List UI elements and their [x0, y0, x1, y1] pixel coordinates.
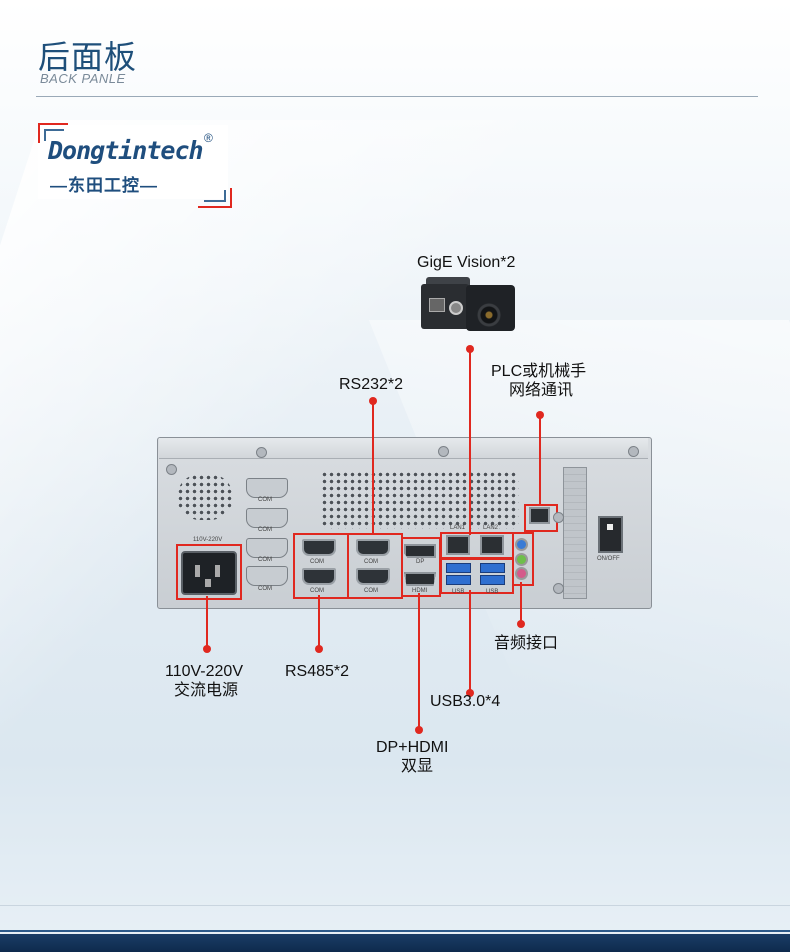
screw-icon	[256, 447, 267, 458]
logo-background	[38, 125, 228, 199]
usb-port-icon	[480, 575, 505, 585]
rs485-callout-dot	[315, 645, 323, 653]
voltage-label: 110V-220V	[193, 537, 223, 543]
plc-label-line2: 网络通讯	[509, 382, 574, 399]
usb-label: USB	[486, 589, 499, 595]
audio-highlight	[512, 532, 534, 586]
usb-callout-line	[469, 590, 471, 692]
microphone-jack-icon	[515, 567, 528, 580]
audio-label: 音频接口	[494, 635, 559, 652]
com-port-unused	[246, 566, 288, 586]
hdmi-label: HDMI	[412, 588, 428, 594]
display-callout-dot	[415, 726, 423, 734]
rs485-label: RS485*2	[285, 663, 350, 680]
screw-icon	[166, 464, 177, 475]
lan2-label: LAN2	[483, 525, 499, 531]
power-callout-line	[206, 596, 208, 648]
page-subtitle: BACK PANLE	[40, 71, 126, 86]
displayport-icon	[404, 544, 436, 558]
audio-line-out-icon	[515, 553, 528, 566]
audio-callout-line	[520, 582, 522, 622]
plc-label-line1: PLC或机械手	[491, 363, 587, 380]
fan-vent	[177, 474, 233, 520]
com-label: COM	[258, 586, 272, 592]
logo-corner-top-left-inner	[44, 129, 64, 141]
power-highlight	[176, 544, 242, 600]
power-switch-icon	[598, 516, 623, 553]
com-label: COM	[364, 588, 378, 594]
display-callout-line	[418, 593, 420, 729]
com-label: COM	[258, 527, 272, 533]
chassis-top-edge	[159, 438, 648, 459]
registered-mark: ®	[204, 131, 213, 145]
rs485-callout-line	[318, 595, 320, 648]
title-divider	[36, 96, 758, 97]
expansion-card-slot	[563, 467, 587, 599]
footer-band	[0, 934, 790, 952]
display-label-line1: DP+HDMI	[376, 739, 449, 756]
camera-body-top	[426, 277, 470, 287]
usb-callout-dot	[466, 689, 474, 697]
gige-vision-label: GigE Vision*2	[417, 254, 516, 271]
power-label-line1: 110V-220V	[165, 663, 243, 680]
gige-callout-line	[469, 349, 471, 535]
rs232-callout-line	[372, 401, 374, 534]
footer-accent-line	[0, 930, 790, 932]
page-title: 后面板	[38, 38, 138, 76]
camera-body-left	[421, 284, 469, 329]
camera-lens	[477, 303, 501, 327]
usb-port-icon	[480, 563, 505, 573]
ethernet-port-icon	[480, 535, 504, 555]
rs485-port-icon	[302, 539, 336, 556]
com-port-unused	[246, 508, 288, 528]
screw-icon	[438, 446, 449, 457]
com-label: COM	[310, 588, 324, 594]
top-vent-grid	[321, 471, 519, 529]
audio-line-in-icon	[515, 538, 528, 551]
power-inlet-icon	[181, 551, 237, 595]
onoff-label: ON/OFF	[597, 556, 620, 562]
usb-label: USB3.0*4	[430, 693, 501, 710]
com-label: COM	[258, 497, 272, 503]
rs232-port-icon	[356, 568, 390, 585]
display-label-line2: 双显	[401, 758, 434, 775]
com-label: COM	[258, 557, 272, 563]
rs232-label: RS232*2	[339, 376, 404, 393]
logo-corner-bottom-right	[198, 188, 232, 208]
usb-port-icon	[446, 575, 471, 585]
usb-port-icon	[446, 563, 471, 573]
logo-chinese-name: —东田工控—	[50, 176, 158, 195]
com-port-unused	[246, 538, 288, 558]
com-label: COM	[310, 559, 324, 565]
usb-label: USB	[452, 589, 465, 595]
audio-callout-dot	[517, 620, 525, 628]
com-label: COM	[364, 559, 378, 565]
screw-icon	[628, 446, 639, 457]
lan1-label: LAN1	[450, 525, 466, 531]
power-label-line2: 交流电源	[174, 682, 239, 699]
background-light-ray-right	[368, 320, 790, 920]
rs485-port-icon	[302, 568, 336, 585]
logo-brand-name: Dongtintech	[48, 136, 204, 165]
com-port-unused	[246, 478, 288, 498]
logo-corner-bottom-right-inner	[204, 190, 226, 202]
logo-corner-top-left	[38, 123, 68, 143]
dp-label: DP	[416, 559, 425, 565]
screw-icon	[553, 583, 564, 594]
rs232-port-icon	[356, 539, 390, 556]
ethernet-port-icon	[529, 507, 550, 524]
power-callout-dot	[203, 645, 211, 653]
plc-callout-line	[539, 415, 541, 505]
ethernet-port-icon	[446, 535, 470, 555]
hdmi-port-icon	[404, 572, 436, 586]
footer-divider	[0, 905, 790, 906]
screw-icon	[553, 512, 564, 523]
